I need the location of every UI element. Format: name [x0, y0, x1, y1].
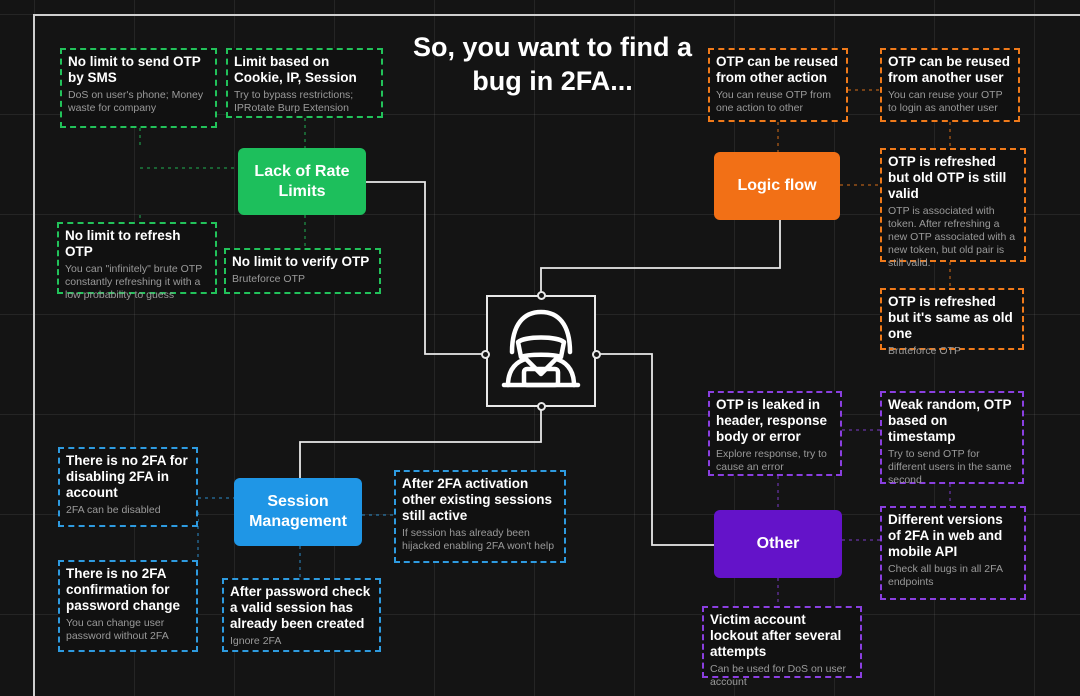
card-description: You can "infinitely" brute OTP constantl…: [65, 263, 203, 301]
card-session-after-password: After password check a valid session has…: [222, 578, 381, 652]
card-otp-reused-other-action: OTP can be reused from other action You …: [708, 48, 848, 122]
card-heading: After 2FA activation other existing sess…: [402, 476, 553, 523]
card-heading: There is no 2FA for disabling 2FA in acc…: [66, 453, 188, 500]
card-description: Check all bugs in all 2FA endpoints: [888, 563, 1003, 588]
card-description: Bruteforce OTP: [232, 273, 305, 285]
card-description: DoS on user's phone; Money waste for com…: [68, 89, 204, 114]
card-heading: No limit to refresh OTP: [65, 228, 181, 259]
card-heading: After password check a valid session has…: [230, 584, 371, 631]
card-heading: Victim account lockout after several att…: [710, 612, 842, 659]
card-victim-lockout: Victim account lockout after several att…: [702, 606, 862, 688]
card-weak-random-otp: Weak random, OTP based on timestamp Try …: [880, 391, 1024, 486]
card-heading: No limit to send OTP by SMS: [68, 54, 201, 85]
card-otp-refreshed-same: OTP is refreshed but it's same as old on…: [880, 288, 1024, 357]
card-heading: OTP can be reused from other action: [716, 54, 839, 85]
frame-left-border: [33, 14, 35, 696]
card-different-2fa-versions: Different versions of 2FA in web and mob…: [880, 506, 1026, 600]
card-limit-cookie-ip-session: Limit based on Cookie, IP, Session Try t…: [226, 48, 383, 118]
card-no-limit-send-otp: No limit to send OTP by SMS DoS on user'…: [60, 48, 217, 128]
card-description: Explore response, try to cause an error: [716, 448, 827, 473]
card-description: Can be used for DoS on user account: [710, 663, 846, 688]
center-bottom-connector: [537, 402, 546, 411]
card-description: 2FA can be disabled: [66, 504, 161, 516]
card-description: You can reuse your OTP to login as anoth…: [888, 89, 1003, 114]
card-heading: Limit based on Cookie, IP, Session: [234, 54, 357, 85]
card-no-limit-verify-otp: No limit to verify OTP Bruteforce OTP: [224, 248, 381, 294]
card-otp-leaked: OTP is leaked in header, response body o…: [708, 391, 842, 476]
card-heading: Weak random, OTP based on timestamp: [888, 397, 1012, 444]
center-top-connector: [537, 291, 546, 300]
card-heading: Different versions of 2FA in web and mob…: [888, 512, 1003, 559]
card-heading: There is no 2FA confirmation for passwor…: [66, 566, 181, 613]
card-no-2fa-password-change: There is no 2FA confirmation for passwor…: [58, 560, 198, 652]
page-title: So, you want to find a bug in 2FA...: [413, 32, 692, 96]
session-management-node: Session Management: [234, 478, 362, 546]
center-hacker-box: [486, 295, 596, 407]
center-right-connector: [592, 350, 601, 359]
logic-flow-node: Logic flow: [714, 152, 840, 220]
card-description: You can change user password without 2FA: [66, 617, 169, 642]
card-sessions-still-active: After 2FA activation other existing sess…: [394, 470, 566, 563]
card-heading: OTP is leaked in header, response body o…: [716, 397, 828, 444]
card-heading: OTP is refreshed but old OTP is still va…: [888, 154, 1007, 201]
other-node: Other: [714, 510, 842, 578]
card-description: Try to bypass restrictions; IPRotate Bur…: [234, 89, 354, 114]
card-description: If session has already been hijacked ena…: [402, 527, 555, 552]
card-description: Ignore 2FA: [230, 635, 282, 647]
card-otp-reused-another-user: OTP can be reused from another user You …: [880, 48, 1020, 122]
card-description: You can reuse OTP from one action to oth…: [716, 89, 831, 114]
card-heading: OTP is refreshed but it's same as old on…: [888, 294, 1013, 341]
card-no-limit-refresh-otp: No limit to refresh OTP You can "infinit…: [57, 222, 217, 301]
card-otp-refreshed-old-valid: OTP is refreshed but old OTP is still va…: [880, 148, 1026, 269]
center-left-connector: [481, 350, 490, 359]
frame-top-border: [33, 14, 1080, 16]
card-no-2fa-disabling: There is no 2FA for disabling 2FA in acc…: [58, 447, 198, 527]
card-description: OTP is associated with token. After refr…: [888, 205, 1016, 269]
card-heading: No limit to verify OTP: [232, 254, 370, 269]
card-heading: OTP can be reused from another user: [888, 54, 1011, 85]
rate-limits-node: Lack of Rate Limits: [238, 148, 366, 215]
card-description: Bruteforce OTP: [888, 345, 961, 357]
hacker-icon: [501, 309, 581, 388]
card-description: Try to send OTP for different users in t…: [888, 448, 1012, 486]
